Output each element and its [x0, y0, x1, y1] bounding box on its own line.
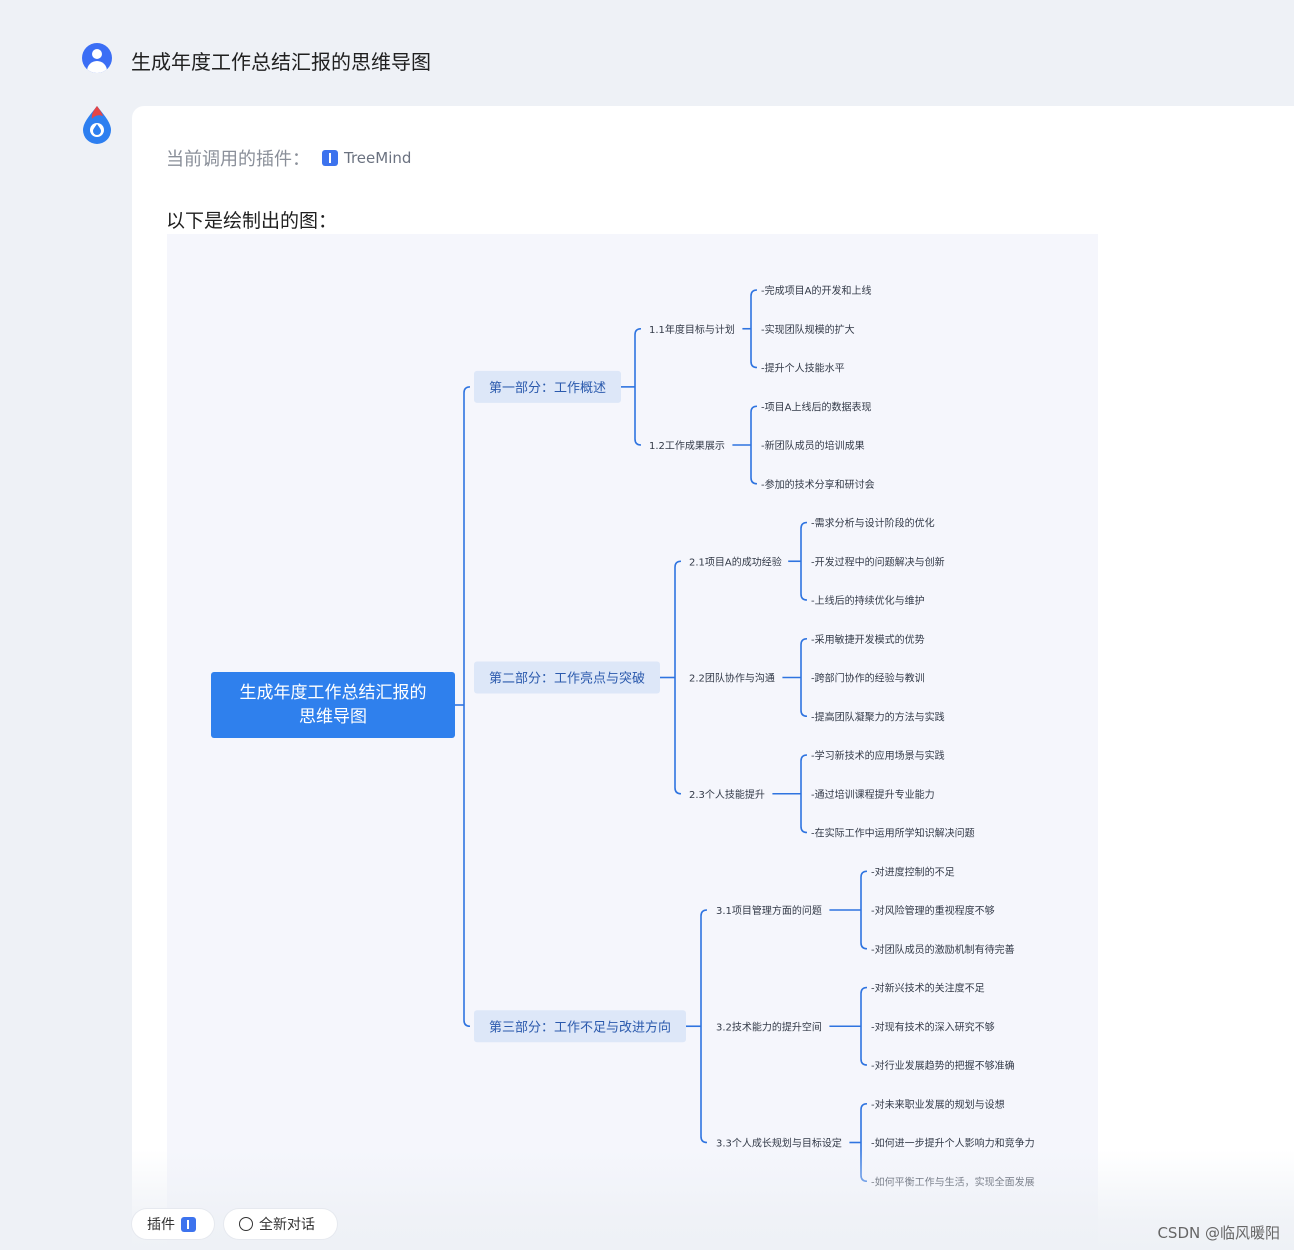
mindmap-leaf: -通过培训课程提升专业能力	[811, 788, 935, 801]
plugin-icon	[181, 1216, 196, 1232]
leaf-bracket	[860, 870, 868, 950]
user-question: 生成年度工作总结汇报的思维导图	[131, 50, 431, 74]
new-chat-button[interactable]: 全新对话	[224, 1209, 337, 1239]
mindmap-canvas: 生成年度工作总结汇报的思维导图 1.1年度目标与计划 -完成项目A的开发和上线 -实现…	[211, 284, 1035, 1188]
mindmap-section-1: 第一部分：工作概述	[489, 381, 606, 396]
mindmap-leaf: -对风险管理的重视程度不够	[871, 904, 995, 917]
mindmap-leaf: -对新兴技术的关注度不足	[871, 982, 985, 995]
mindmap-subtopic-3-1: 3.1项目管理方面的问题	[716, 904, 822, 917]
subtopic-bracket	[674, 560, 682, 795]
mindmap-leaf: -对行业发展趋势的把握不够准确	[871, 1059, 1015, 1072]
subtopic-bracket	[634, 327, 642, 446]
user-avatar-head	[92, 49, 102, 59]
subtopic-bracket	[700, 909, 708, 1144]
leaf-bracket	[800, 521, 808, 601]
mindmap-subtopic-1-2: 1.2工作成果展示	[649, 440, 725, 452]
mindmap-leaf: -需求分析与设计阶段的优化	[811, 517, 935, 530]
mindmap-section-box	[474, 370, 621, 403]
mindmap-subtopic-2-3: 2.3个人技能提升	[689, 788, 765, 801]
chat-bubble-icon	[239, 1217, 253, 1231]
mindmap-leaf: -参加的技术分享和研讨会	[761, 478, 875, 491]
mindmap-leaf: -学习新技术的应用场景与实践	[811, 749, 945, 762]
user-avatar	[82, 43, 112, 73]
answer-intro: 以下是绘制出的图：	[166, 210, 338, 232]
mindmap-leaf: -对未来职业发展的规划与设想	[871, 1098, 1005, 1111]
mindmap-image: 生成年度工作总结汇报的思维导图 1.1年度目标与计划 -完成项目A的开发和上线 -实现…	[167, 234, 1098, 1250]
mindmap-leaf: -实现团队规模的扩大	[761, 323, 855, 336]
mindmap-leaf: -开发过程中的问题解决与创新	[811, 555, 945, 568]
mindmap-leaf: -对现有技术的深入研究不够	[871, 1020, 995, 1033]
leaf-bracket	[750, 405, 758, 485]
mindmap-subtopic-3-2: 3.2技术能力的提升空间	[716, 1020, 822, 1033]
leaf-bracket	[860, 986, 868, 1066]
mindmap-section-3: 第三部分：工作不足与改进方向	[489, 1019, 671, 1035]
mindmap-leaf: -提升个人技能水平	[761, 362, 845, 375]
mindmap-root-box	[211, 672, 455, 738]
plugin-button-label: 插件	[147, 1217, 175, 1233]
mindmap-subtopic-2-2: 2.2团队协作与沟通	[689, 672, 775, 685]
leaf-bracket	[800, 754, 808, 834]
mindmap-leaf: -对团队成员的激励机制有待完善	[871, 943, 1015, 956]
plugin-name[interactable]: TreeMind	[344, 149, 412, 167]
plugin-button[interactable]: 插件	[132, 1209, 214, 1239]
mindmap-leaf: -跨部门协作的经验与教训	[811, 672, 925, 685]
user-avatar-body	[87, 61, 107, 73]
mindmap-subtopic-3-3: 3.3个人成长规划与目标设定	[716, 1137, 842, 1150]
mindmap-leaf: -完成项目A的开发和上线	[761, 284, 871, 297]
mindmap-leaf: -对进度控制的不足	[871, 865, 955, 878]
mindmap-leaf: -项目A上线后的数据表现	[761, 400, 871, 413]
plugin-icon	[322, 150, 338, 166]
leaf-bracket	[750, 289, 758, 369]
plugin-info: 当前调用的插件： TreeMind	[166, 145, 411, 171]
mindmap-leaf: -采用敏捷开发模式的优势	[811, 633, 925, 646]
section-bracket	[463, 386, 471, 1028]
mindmap-leaf: -新团队成员的培训成果	[761, 439, 865, 452]
mindmap-section-box	[474, 1010, 686, 1043]
assistant-logo-icon	[83, 106, 111, 144]
mindmap-subtopic-1-1: 1.1年度目标与计划	[649, 323, 735, 336]
mindmap-leaf: -上线后的持续优化与维护	[811, 594, 925, 607]
plugin-label: 当前调用的插件：	[166, 149, 310, 170]
watermark-credit: CSDN @临风暖阳	[1157, 1224, 1280, 1242]
new-chat-button-label: 全新对话	[259, 1217, 315, 1233]
mindmap-leaf: -在实际工作中运用所学知识解决问题	[811, 827, 975, 840]
leaf-bracket	[800, 637, 808, 718]
mindmap-subtopic-2-1: 2.1项目A的成功经验	[689, 555, 782, 568]
mindmap-root-line-1: 生成年度工作总结汇报的	[240, 683, 427, 703]
mindmap-leaf: -提高团队凝聚力的方法与实践	[811, 710, 945, 723]
mindmap-root-line-2: 思维导图	[299, 707, 367, 727]
mindmap-leaf: -如何进一步提升个人影响力和竞争力	[871, 1137, 1035, 1150]
mindmap-section-2: 第二部分：工作亮点与突破	[489, 671, 645, 687]
mindmap-section-box	[474, 661, 660, 694]
